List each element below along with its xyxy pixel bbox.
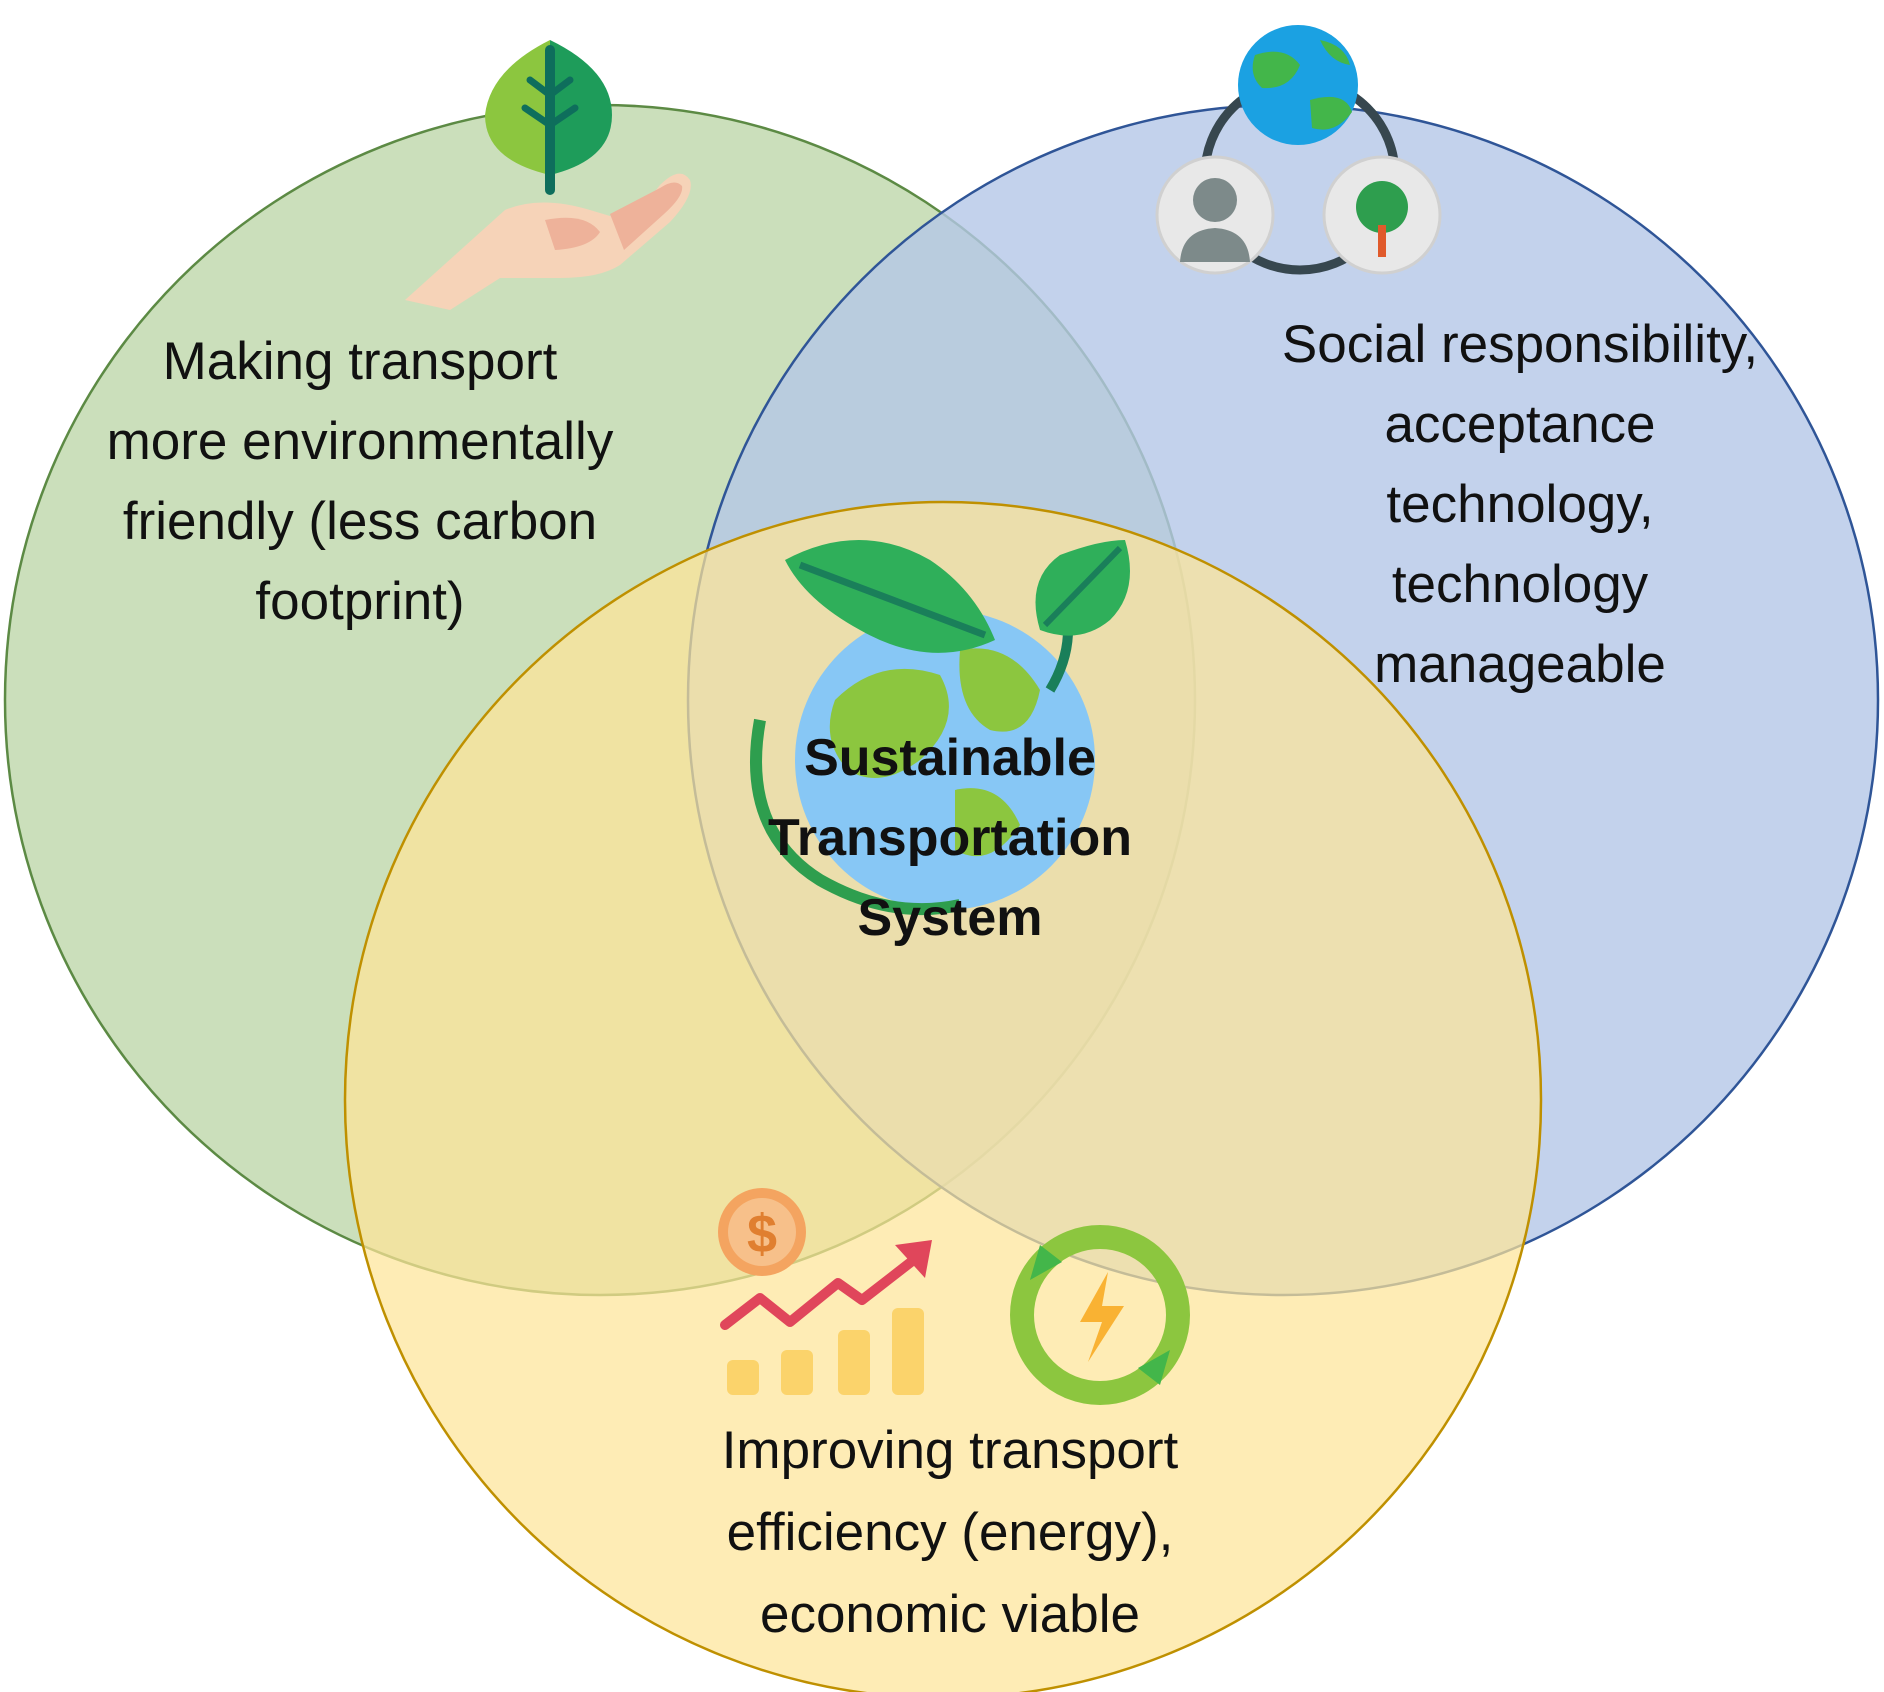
social-label-line: acceptance <box>1384 395 1656 454</box>
environment-label-line: friendly (less carbon <box>122 492 598 551</box>
center-title-line: Transportation <box>767 809 1133 867</box>
social-label-line: Social responsibility, <box>1281 315 1759 374</box>
energy-cycle-icon <box>1010 1225 1190 1405</box>
economic-label-line: efficiency (energy), <box>726 1503 1174 1562</box>
economic-label-line: Improving transport <box>721 1421 1179 1480</box>
center-title-line: System <box>857 889 1043 947</box>
economic-circle <box>343 500 1543 1692</box>
environment-label-line: more environmentally <box>106 412 614 471</box>
social-label-line: manageable <box>1374 635 1666 694</box>
environment-label-line: Making transport <box>162 332 558 391</box>
social-label: Social responsibility, acceptance techno… <box>1210 305 1830 705</box>
economic-label: Improving transport efficiency (energy),… <box>620 1410 1280 1656</box>
center-title: Sustainable Transportation System <box>690 718 1210 958</box>
environment-label-line: footprint) <box>255 572 465 631</box>
svg-text:$: $ <box>747 1204 777 1264</box>
hand-holding-leaf-icon <box>405 40 691 310</box>
social-label-line: technology, <box>1386 475 1654 534</box>
center-title-line: Sustainable <box>804 729 1096 787</box>
growth-chart-icon: $ <box>718 1188 932 1395</box>
social-label-line: technology <box>1391 555 1649 614</box>
globe-with-leaves-icon <box>750 540 1130 916</box>
economic-label-line: economic viable <box>759 1585 1141 1644</box>
environment-label: Making transport more environmentally fr… <box>40 322 680 642</box>
globe-person-tree-network-icon <box>1155 25 1442 275</box>
